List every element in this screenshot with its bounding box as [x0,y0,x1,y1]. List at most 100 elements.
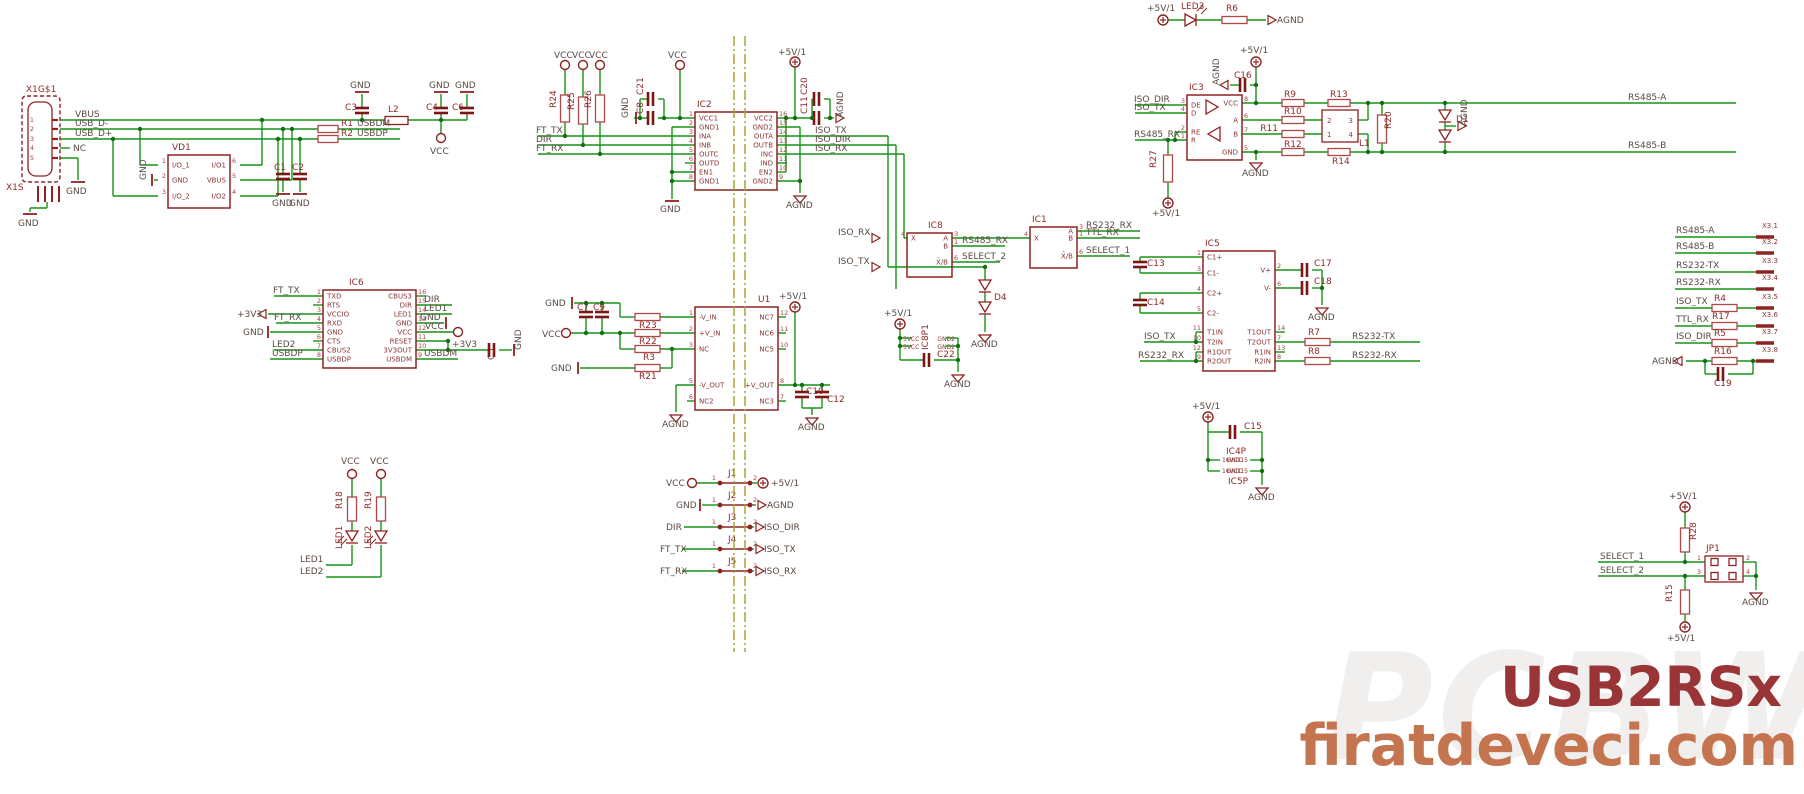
pin-name: -V_OUT [699,382,725,390]
diode-triangle [1184,12,1198,28]
pin-number: 1 [162,157,166,165]
ref-label: IC5P [1228,477,1249,487]
pin-number: 3 [689,341,693,349]
vcc-symbol [435,132,447,144]
resistor-body [317,124,339,134]
pin-number: 6 [1079,248,1083,256]
jumper-pad [717,546,723,552]
net-label: LED2 [300,567,323,577]
resistor-body [1304,337,1331,347]
num-label: 2 [753,496,757,504]
pin-number: 5 [689,377,693,385]
pin-name: T1IN [1206,329,1223,337]
junction-dot [669,346,675,352]
ref-label: J2 [727,491,736,501]
resistor-body [1376,114,1388,144]
component-body [384,115,409,126]
jumper-pad [747,480,753,486]
pin-name: VCC [1223,100,1238,108]
net-label: VCC [425,322,444,332]
plus5v-symbol [757,477,769,489]
pin-number: 6 [1277,280,1281,288]
product-title: USB2RSx [1500,655,1782,719]
ref-label: R20 [1384,111,1394,129]
jumper-pad [717,480,723,486]
net-label: GND [289,199,310,209]
ref-label: X1S [6,183,24,193]
junction-dot [280,126,286,132]
pin-number: 1 [1181,132,1185,140]
ref-label: X1G$1 [26,85,56,95]
ref-label: IC2 [697,100,712,110]
pin-number: 1 [954,238,958,246]
ref-label: C11 [800,96,810,114]
plus5v-symbol [789,56,801,68]
resistor-body [594,94,606,123]
resistor-body [634,363,661,373]
net-label: VCC [430,147,449,157]
resistor-body [1679,589,1691,615]
net-label: SELECT_2 [1600,566,1644,576]
resistor-body [634,328,661,338]
pin-number: 15 [779,119,787,127]
pin-number: 4 [1197,285,1201,293]
diode-triangle [1206,125,1221,143]
ref-label: C1 [274,163,286,173]
plus5v-symbol [1157,14,1169,26]
pin-name: 3V3OUT [383,347,412,355]
ref-label: C17 [1314,259,1332,269]
net-label: GND [18,219,39,229]
net-label: +5V/1 [1240,46,1268,56]
pin-name: I/O_2 [172,193,190,201]
jumper-pad [717,524,723,530]
ref-label: C22 [937,350,955,360]
net-arrow [871,261,882,273]
pin-name: EN1 [699,169,713,177]
num-label: 1 [30,116,34,124]
pin-number: 8 [1244,95,1248,103]
ic-VD1 [167,154,231,209]
num-label: 2 [30,125,34,133]
net-label: ISO_TX [838,257,870,267]
diode-triangle [977,279,993,292]
pin-name: X̄/B [936,257,948,266]
pin-name: X̄/B [1061,251,1073,260]
agnd-symbol [977,334,993,343]
ref-label: R28 [1689,522,1699,540]
net-label: LED2 [272,340,295,350]
pin-number: 9 [418,351,422,359]
pin-number: 2 [689,119,693,127]
junction-dot [1379,149,1385,155]
resistor-body [1281,147,1305,157]
junction-dot [289,126,295,132]
net-label: AGND [1212,58,1222,85]
pin-name: V- [1264,285,1271,293]
pin-name: I/O1 [212,162,226,170]
ref-label: R18 [335,491,345,509]
net-label: AGND [767,501,794,511]
pin-name: C1+ [1207,254,1222,262]
net-label: FT_RX [660,567,687,577]
pin-number: 12 [1193,344,1201,352]
junction-dot [1753,573,1759,579]
vcc-symbol [375,468,387,480]
ref-label: R11 [1260,124,1278,134]
ref-label: C3 [345,103,357,113]
net-label: VBUS [75,110,100,120]
ref-label: R12 [1284,140,1302,150]
agnd-symbol [1254,487,1270,496]
pin-number: 12 [779,146,787,154]
net-label: VCC [572,51,591,61]
pin-name: OUTC [699,151,718,159]
component-body [27,101,53,177]
plus5v-symbol [1202,411,1214,423]
net-label: ISO_DIR [1134,95,1170,105]
pin-name: A [1068,228,1073,236]
net-arrow [755,565,766,577]
pin-name: X [911,235,916,243]
pin-number: 2 [162,172,166,180]
ref-label: R24 [549,90,559,108]
tiny-label: 16VCC [1222,468,1242,475]
agnd-symbol [668,414,684,423]
